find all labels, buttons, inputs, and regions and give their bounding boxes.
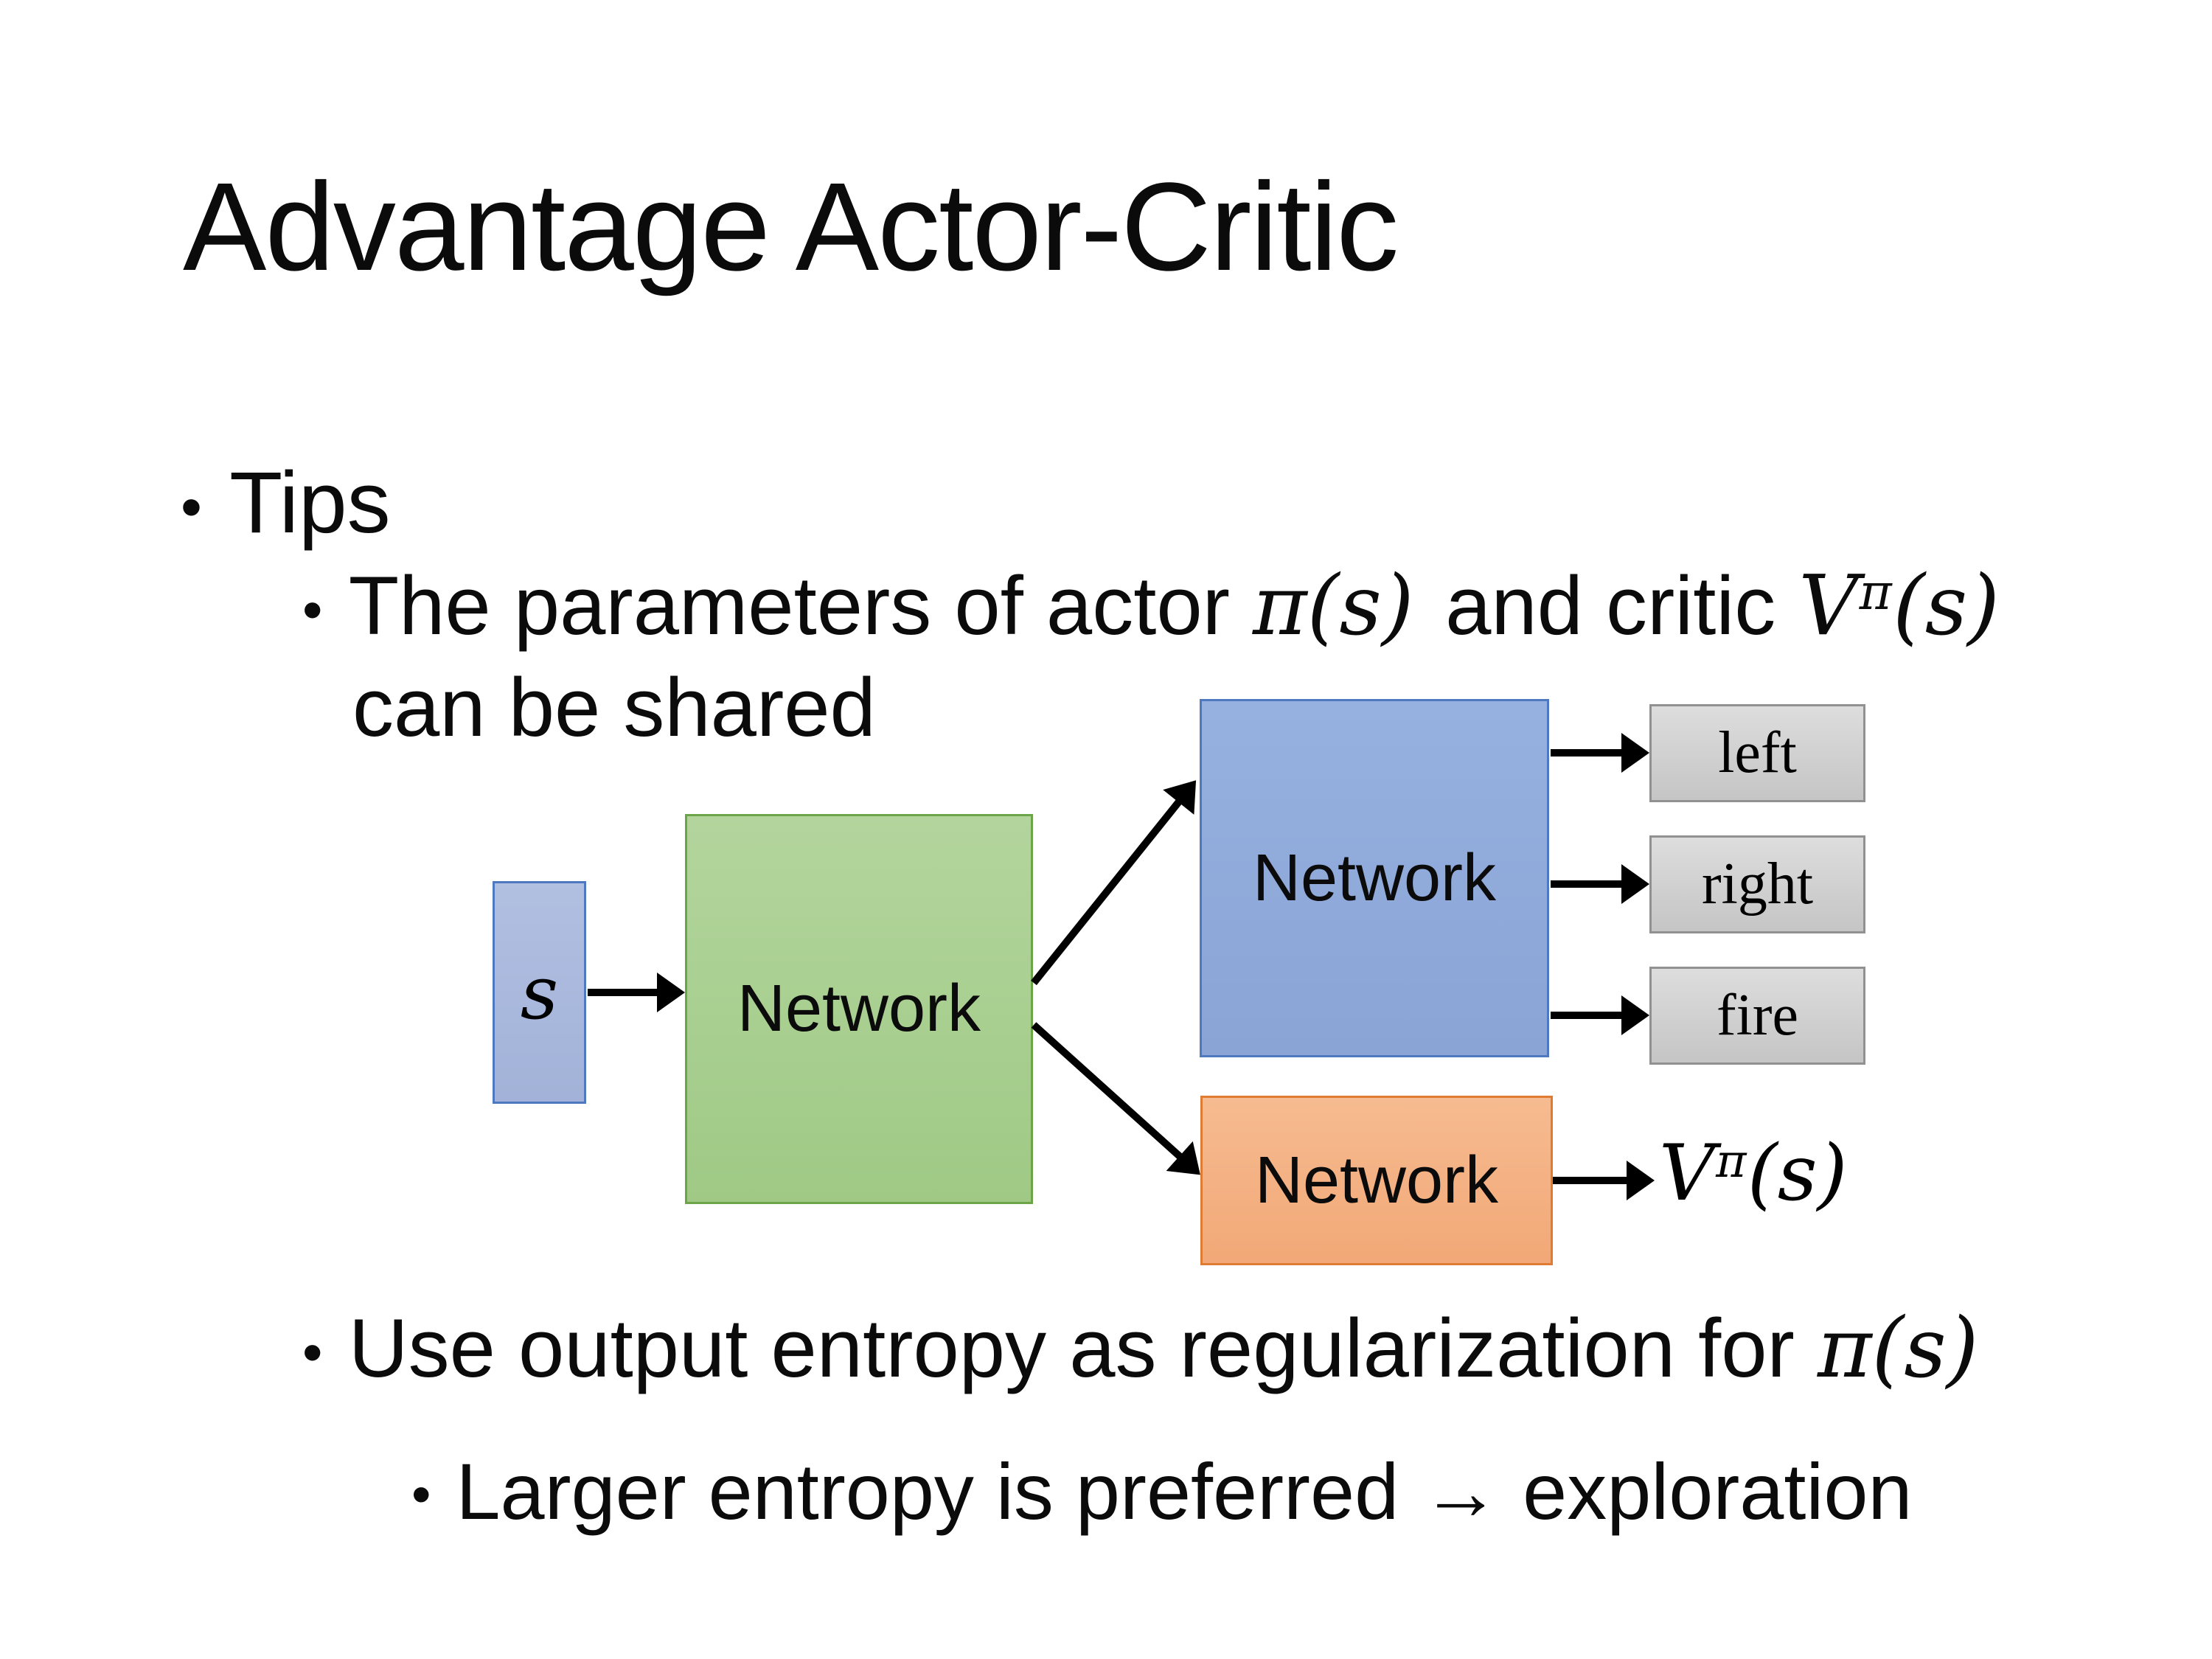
arrow-shaft — [1551, 1012, 1624, 1019]
bullet-dot-icon: • — [181, 472, 202, 541]
value-output-base: V — [1659, 1128, 1715, 1218]
shared-network-box: Network — [685, 814, 1033, 1204]
parameters-text-wrap: The parameters of actor π(s) and critic V… — [349, 557, 2000, 655]
actor-network-label: Network — [1252, 841, 1497, 915]
arrow-input-to-shared — [588, 973, 685, 1012]
actor-network-box: Network — [1200, 699, 1549, 1057]
bullet-dot-icon: • — [302, 1319, 323, 1385]
action-fire-box: fire — [1649, 967, 1865, 1065]
critic-network-label: Network — [1254, 1143, 1499, 1217]
arrow-actor-to-right — [1551, 864, 1649, 904]
action-fire-label: fire — [1716, 983, 1798, 1048]
exploration-text: Larger entropy is preferred → exploratio… — [456, 1447, 1913, 1536]
arrow-head-icon — [1621, 733, 1649, 773]
bullet-dot-icon: • — [411, 1463, 431, 1526]
action-left-label: left — [1718, 720, 1797, 785]
arrow-shaft — [1551, 880, 1624, 888]
can-be-shared-text: can be shared — [352, 661, 876, 754]
arrow-critic-to-value — [1553, 1161, 1655, 1200]
critic-v-inline: Vπ(s) — [1798, 558, 2000, 654]
bullet-exploration: • Larger entropy is preferred → explorat… — [411, 1444, 1913, 1540]
arrow-head-icon — [1627, 1161, 1655, 1200]
value-base: V — [1798, 558, 1859, 654]
arrow-shaft — [1031, 1022, 1184, 1161]
shared-network-label: Network — [737, 972, 981, 1046]
bullet-entropy: • Use output entropy as regularization f… — [302, 1299, 1978, 1398]
entropy-text: Use output entropy as regularization for — [348, 1302, 1818, 1394]
arrow-shaft — [1553, 1177, 1630, 1184]
value-output-label: Vπ(s) — [1659, 1127, 1848, 1220]
arrow-head-icon — [1621, 864, 1649, 904]
arrow-shared-to-critic — [1020, 1010, 1214, 1190]
value-output-sup: π — [1716, 1133, 1747, 1188]
action-left-box: left — [1649, 704, 1865, 802]
arrow-shaft — [1031, 797, 1183, 986]
arrow-shaft — [588, 989, 660, 996]
value-args: (s) — [1893, 558, 2000, 654]
critic-network-box: Network — [1200, 1096, 1553, 1265]
bullet-parameters: • The parameters of actor π(s) and critic… — [302, 557, 2000, 655]
arrow-shaft — [1551, 749, 1624, 757]
and-critic-text: and critic — [1445, 560, 1799, 652]
input-state-box: s — [493, 881, 586, 1104]
actor-pi-inline: π(s) — [1253, 558, 1414, 654]
entropy-pi-inline: π(s) — [1817, 1301, 1979, 1397]
value-output-args: (s) — [1747, 1128, 1848, 1218]
input-state-label: s — [520, 949, 559, 1036]
entropy-text-wrap: Use output entropy as regularization for… — [349, 1299, 1979, 1398]
bullet-dot-icon: • — [302, 577, 323, 642]
action-right-box: right — [1649, 835, 1865, 933]
arrow-shared-to-actor — [1018, 768, 1212, 995]
bullet-parameters-line2: can be shared — [352, 658, 876, 757]
arrow-head-icon — [1621, 995, 1649, 1035]
arrow-actor-to-left — [1551, 733, 1649, 773]
arrow-actor-to-fire — [1551, 995, 1649, 1035]
parameters-text: The parameters of actor — [348, 560, 1253, 652]
page-title: Advantage Actor-Critic — [183, 157, 1399, 297]
arrow-head-icon — [657, 973, 685, 1012]
bullet-tips: • Tips — [181, 451, 391, 556]
value-sup: π — [1859, 563, 1892, 622]
action-right-label: right — [1701, 852, 1814, 917]
tips-label: Tips — [229, 454, 391, 552]
